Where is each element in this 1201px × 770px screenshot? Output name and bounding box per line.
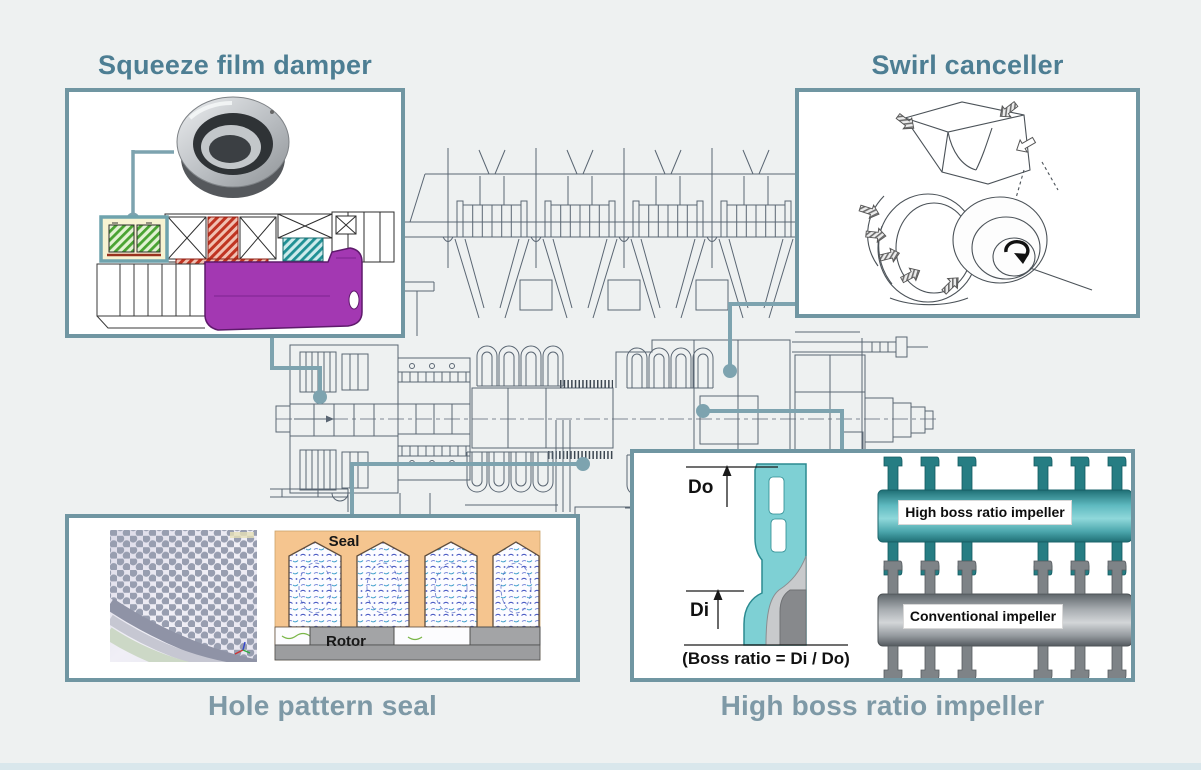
hole-pattern-photo (110, 530, 257, 662)
connector-line-boss-ratio (704, 409, 844, 453)
boss-ratio-diagram (684, 463, 848, 646)
damper-callout-graphics (96, 96, 395, 331)
callout-high-boss-ratio-impeller: Do Di (Boss ratio = Di / Do) High boss r… (630, 449, 1135, 682)
conventional-impeller-label: Conventional impeller (903, 604, 1063, 629)
connector-dot (576, 457, 590, 471)
flow-arrow-outline-icon (1012, 133, 1038, 157)
di-label: Di (690, 600, 709, 621)
center-shaft-body (471, 380, 614, 459)
bottom-accent-strip (0, 763, 1201, 770)
callout-hole-pattern-seal: Seal Rotor (65, 514, 580, 682)
boss-ratio-formula: (Boss ratio = Di / Do) (682, 649, 850, 668)
seal-label: Seal (328, 533, 360, 550)
do-label: Do (688, 477, 714, 498)
connector-line-squeeze (270, 334, 322, 394)
rotor-label: Rotor (326, 633, 366, 650)
swirl-canceller-title: Swirl canceller (871, 50, 1064, 80)
connector-dot (696, 404, 710, 418)
swirl-canceller-sketch (857, 97, 1093, 306)
high-boss-ratio-impeller-title: High boss ratio impeller (720, 690, 1045, 721)
connector-dot (313, 390, 327, 404)
callout-squeeze-film-damper (65, 88, 405, 338)
damper-highlight-box (99, 215, 169, 263)
seal-cfd-diagram (274, 518, 546, 661)
mid-stage-windows (519, 279, 729, 311)
high-boss-impeller-label: High boss ratio impeller (898, 500, 1072, 525)
callout-swirl-canceller (795, 88, 1140, 318)
upper-return-channels (476, 345, 714, 389)
connector-line-swirl (728, 302, 797, 368)
damper-pointer-line (131, 150, 174, 216)
hole-pattern-graphics (110, 518, 576, 662)
hole-pattern-seal-title: Hole pattern seal (207, 690, 438, 721)
connector-dot (723, 364, 737, 378)
damper-cross-section-diagram (96, 211, 395, 331)
damper-ring-photo (176, 96, 290, 198)
connector-line-hole-pattern (350, 462, 582, 518)
squeeze-film-damper-title: Squeeze film damper (98, 50, 372, 80)
